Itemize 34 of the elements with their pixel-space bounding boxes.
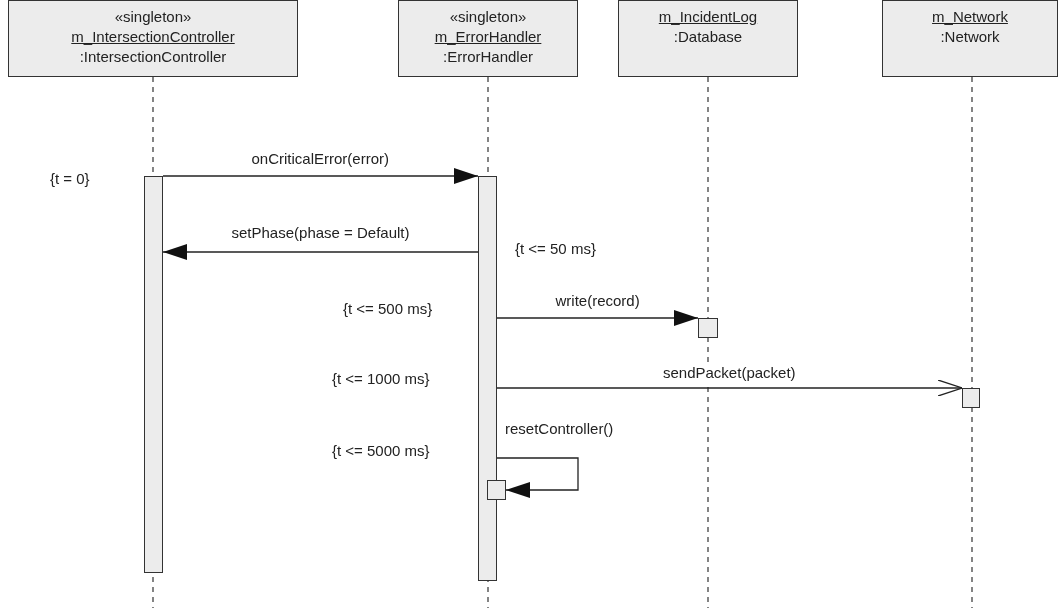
time-constraint-label: {t <= 1000 ms} [332, 370, 430, 388]
type-name: :ErrorHandler [443, 47, 533, 67]
activation-box [962, 388, 980, 408]
lifeline-head-box [618, 0, 798, 77]
stereotype-label: «singleton» [449, 7, 527, 27]
object-name: m_ErrorHandler [434, 27, 542, 47]
message-label: resetController() [503, 420, 616, 438]
time-constraint-label: {t = 0} [50, 170, 90, 188]
message-label: setPhase(phase = Default) [229, 224, 412, 242]
activation-box [698, 318, 718, 338]
self-message-arrow [496, 457, 579, 498]
object-name: m_IncidentLog [658, 7, 758, 27]
message-arrow [162, 168, 479, 184]
lifeline-head-box [882, 0, 1058, 77]
message-label: sendPacket(packet) [661, 364, 798, 382]
activation-bar [144, 176, 163, 573]
async-message-arrow [496, 379, 963, 397]
object-name: m_Network [932, 7, 1008, 27]
activation-box [487, 480, 506, 500]
message-label: onCriticalError(error) [249, 150, 391, 168]
message-arrow [162, 244, 479, 260]
type-name: :Network [940, 27, 1000, 47]
lifeline-head-box [8, 0, 298, 77]
message-arrow [496, 310, 699, 326]
type-name: :IntersectionController [79, 47, 227, 67]
time-constraint-label: {t <= 5000 ms} [332, 442, 430, 460]
message-label: write(record) [553, 292, 642, 310]
time-constraint-label: {t <= 50 ms} [515, 240, 596, 258]
lifeline-head-box [398, 0, 578, 77]
object-name: m_IntersectionController [71, 27, 235, 47]
activation-bar [478, 176, 497, 581]
stereotype-label: «singleton» [114, 7, 192, 27]
type-name: :Database [673, 27, 743, 47]
time-constraint-label: {t <= 500 ms} [343, 300, 433, 318]
